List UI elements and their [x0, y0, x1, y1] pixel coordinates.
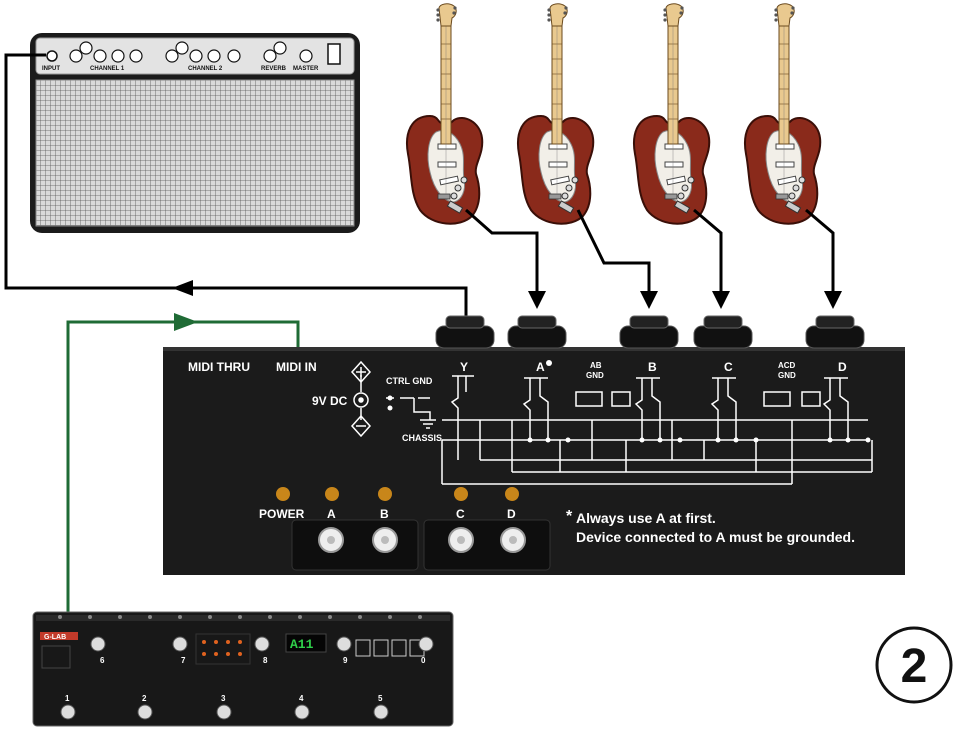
midi-in-label: MIDI IN: [276, 360, 317, 374]
jack-c: [693, 315, 753, 349]
note-bullet: *: [566, 508, 573, 525]
amp-channel1-label: CHANNEL 1: [90, 66, 125, 72]
power-led: [276, 487, 290, 501]
led-d: [505, 487, 519, 501]
jack-a: [507, 315, 567, 349]
amp-power-switch: [327, 43, 341, 65]
amp-cable: [4, 53, 468, 318]
power-label: POWER: [259, 507, 305, 521]
button-label-c: C: [456, 507, 465, 521]
controller-bottom-switches: [60, 704, 389, 720]
controller-top-switches: [90, 636, 434, 652]
controller-bottom-number-4: 4: [299, 694, 304, 703]
controller-bottom-number-3: 3: [221, 694, 226, 703]
step-number: 2: [901, 640, 928, 693]
amp-reverb-label: REVERB: [261, 66, 287, 72]
led-a: [325, 487, 339, 501]
jack-a-asterisk: [546, 360, 552, 366]
amp-channel1-knobs: CHANNEL 1: [69, 41, 143, 72]
footswitch-a[interactable]: [318, 527, 344, 553]
button-label-d: D: [507, 507, 516, 521]
ctrl-gnd-label: CTRL GND: [386, 376, 433, 386]
schematic-nodes: [387, 395, 871, 443]
footswitch-d[interactable]: [500, 527, 526, 553]
button-label-a: A: [327, 507, 336, 521]
controller-top-number-3: 8: [263, 656, 268, 665]
amp-master-knob: MASTER: [293, 49, 319, 72]
wiring-schematic: [386, 375, 873, 485]
indicator-leds: [276, 487, 519, 501]
guitar-2: [516, 2, 595, 225]
note-line-2: Device connected to A must be grounded.: [576, 529, 855, 545]
jack-label-b: B: [648, 360, 657, 374]
controller-led-cluster: [195, 633, 251, 665]
guitar-3: [632, 2, 711, 225]
chassis-label: CHASSIS: [402, 433, 442, 443]
footswitch-c[interactable]: [448, 527, 474, 553]
amp-cable-arrow: [172, 280, 193, 296]
controller-bottom-number-1: 1: [65, 694, 70, 703]
jack-label-a: A: [536, 360, 545, 374]
midi-cable-arrow: [174, 313, 198, 331]
guitar-cables: [465, 208, 842, 309]
footswitch-b[interactable]: [372, 527, 398, 553]
note-line-1: Always use A at first.: [576, 510, 716, 526]
acd-gnd-label-1: ACD: [778, 361, 796, 370]
amp-input-jack: INPUT: [42, 50, 60, 72]
abcd-switcher-box: MIDI THRU MIDI IN 9V DC CTRL GND CHASSIS…: [163, 315, 905, 575]
controller-brand: G-LAB: [44, 634, 66, 641]
controller-top-number-2: 7: [181, 656, 186, 665]
jack-label-y: Y: [460, 360, 468, 374]
jack-labels: Y A B C D AB GND ACD GND: [460, 360, 847, 380]
jack-b: [619, 315, 679, 349]
guitar-4: [743, 2, 822, 225]
amp-master-label: MASTER: [293, 66, 319, 72]
midi-foot-controller: G-LAB A11 6 7 8 9: [32, 611, 454, 727]
amp-input-label: INPUT: [42, 66, 60, 72]
amp-channel2-label: CHANNEL 2: [188, 66, 223, 72]
ab-gnd-label-2: GND: [586, 371, 604, 380]
midi-cable: [66, 313, 300, 612]
controller-bottom-number-5: 5: [378, 694, 383, 703]
amp-reverb-knob: REVERB: [261, 41, 287, 72]
amp-channel2-knobs: CHANNEL 2: [165, 41, 241, 72]
jack-d: [805, 315, 865, 349]
dc-label: 9V DC: [312, 394, 348, 408]
led-b: [378, 487, 392, 501]
jack-y: [435, 315, 495, 349]
ab-gnd-label-1: AB: [590, 361, 602, 370]
midi-thru-label: MIDI THRU: [188, 360, 250, 374]
controller-display: A11: [290, 637, 314, 652]
amplifier: INPUT CHANNEL 1 CHANNEL 2 REVERB MASTER: [30, 33, 360, 233]
guitar-1: [405, 2, 484, 225]
controller-top-number-1: 6: [100, 656, 105, 665]
led-c: [454, 487, 468, 501]
button-label-b: B: [380, 507, 389, 521]
acd-gnd-label-2: GND: [778, 371, 796, 380]
controller-bottom-number-2: 2: [142, 694, 147, 703]
controller-logo-box: [40, 632, 78, 640]
dc-polarity-icon: [350, 360, 372, 438]
controller-top-number-5: 0: [421, 656, 426, 665]
controller-preset-boxes: [355, 639, 425, 657]
step-number-badge: 2: [875, 626, 953, 704]
jack-label-c: C: [724, 360, 733, 374]
jack-label-d: D: [838, 360, 847, 374]
controller-top-number-4: 9: [343, 656, 348, 665]
